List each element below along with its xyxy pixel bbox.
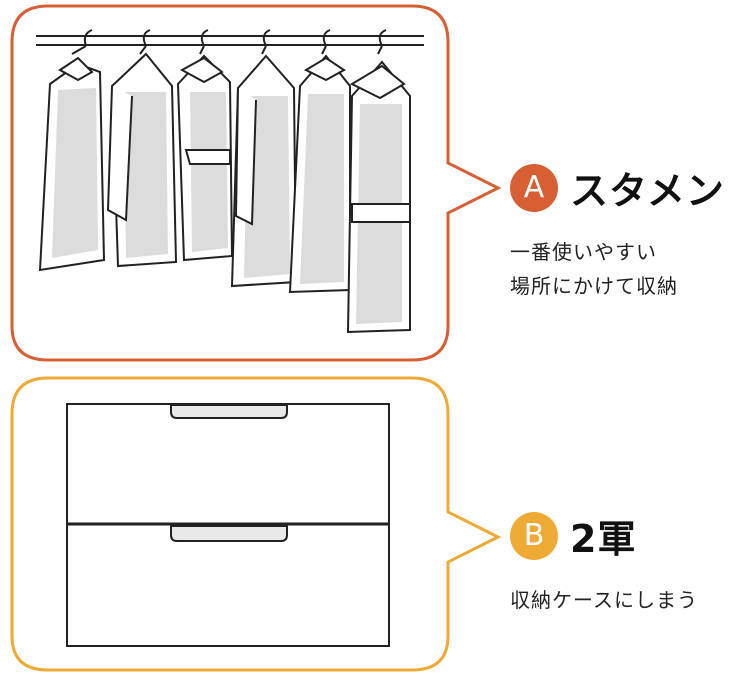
garment-6 [346,29,411,334]
section-a-desc-line2: 場所にかけて収納 [510,274,678,298]
section-a-description: 一番使いやすい 場所にかけて収納 [510,235,725,303]
drawer-handle-bottom [170,525,288,542]
section-a-label: A スタメン 一番使いやすい 場所にかけて収納 [510,160,725,303]
hanging-rod [36,35,424,46]
drawer-handle-top [170,404,288,419]
section-b-title: 2軍 [570,517,637,561]
section-a-desc-line1: 一番使いやすい [510,240,657,264]
section-a-title: スタメン [570,169,725,213]
section-b-desc-line1: 収納ケースにしまう [510,588,698,612]
badge-b: B [510,511,558,560]
garment-2 [106,29,178,268]
section-b-description: 収納ケースにしまう [510,583,698,617]
section-a-title-row: A スタメン [510,160,725,215]
section-b-label: B 2軍 収納ケースにしまう [510,508,698,617]
storage-case [66,403,390,647]
garment-1 [38,29,106,272]
garment-5 [288,29,351,294]
badge-a: A [510,163,558,212]
garment-3 [176,29,234,262]
section-b-title-row: B 2軍 [510,508,698,563]
garment-4 [230,29,298,288]
